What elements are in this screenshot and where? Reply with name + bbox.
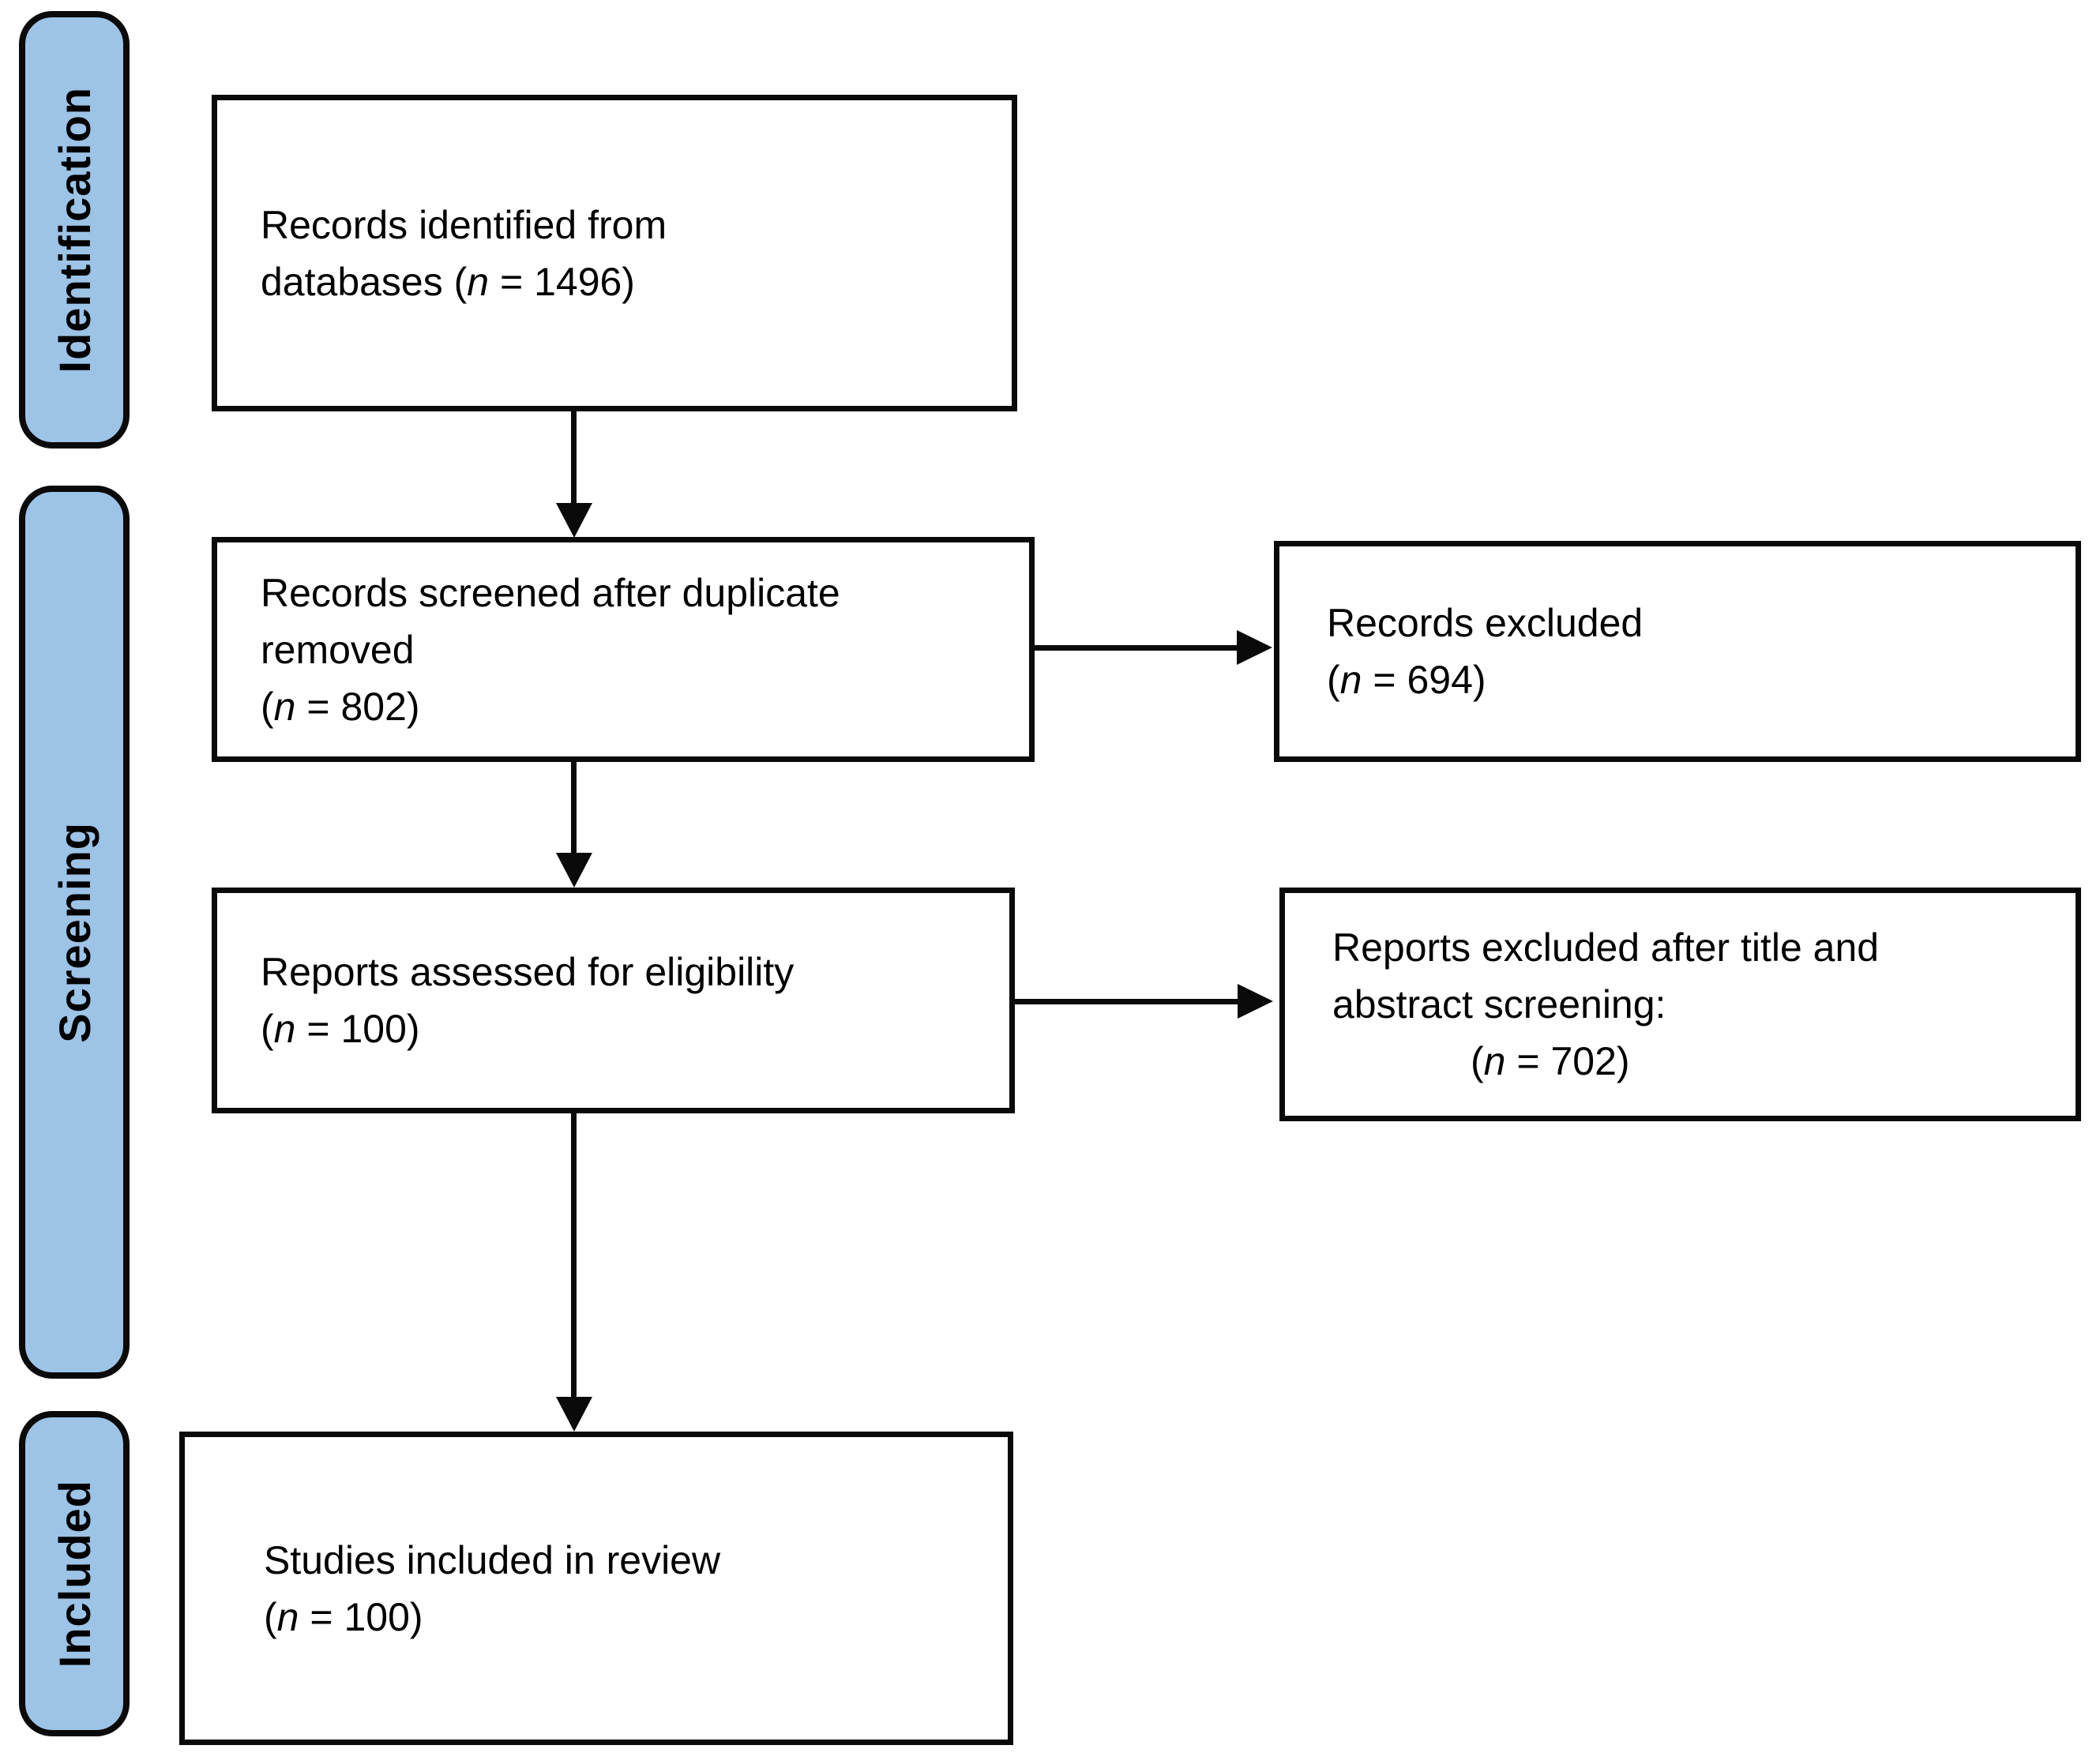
box-line: Reports assessed for eligibility — [261, 950, 795, 994]
box-line: Studies included in review — [264, 1537, 721, 1582]
box-line: (n = 702) — [1471, 1039, 1630, 1083]
box-line: (n = 100) — [261, 1007, 420, 1051]
box-reports-excluded: Reports excluded after title and abstrac… — [1279, 888, 2081, 1121]
box-line: (n = 802) — [261, 684, 420, 729]
box-studies-included: Studies included in review (n = 100) — [179, 1432, 1013, 1745]
box-line: (n = 694) — [1327, 658, 1486, 702]
box-line: (n = 100) — [264, 1594, 423, 1639]
arrow-shaft — [1013, 999, 1239, 1004]
arrowhead-down-icon — [556, 853, 592, 888]
box-line: databases (n = 1496) — [261, 259, 635, 304]
box-records-excluded: Records excluded (n = 694) — [1274, 541, 2081, 762]
box-line: removed — [261, 627, 415, 672]
arrowhead-right-icon — [1237, 630, 1272, 665]
arrow-shaft — [1033, 645, 1238, 651]
box-reports-assessed: Reports assessed for eligibility (n = 10… — [212, 888, 1015, 1113]
box-line: abstract screening: — [1332, 982, 1666, 1026]
arrow-shaft — [571, 760, 577, 854]
arrow-shaft — [571, 411, 577, 505]
stage-label-text: Screening — [49, 821, 100, 1043]
stage-label-included: Included — [19, 1411, 130, 1736]
stage-label-identification: Identification — [19, 11, 130, 449]
arrow-shaft — [571, 1112, 577, 1398]
box-line: Records identified from — [261, 202, 667, 247]
stage-label-text: Included — [49, 1479, 100, 1668]
stage-label-text: Identification — [49, 86, 100, 373]
box-line: Reports excluded after title and — [1332, 925, 1880, 970]
stage-label-screening: Screening — [19, 486, 130, 1379]
arrowhead-right-icon — [1238, 984, 1273, 1019]
box-line: Records screened after duplicate — [261, 570, 840, 615]
arrowhead-down-icon — [556, 503, 592, 538]
box-line: Records excluded — [1327, 601, 1644, 645]
box-records-identified: Records identified from databases (n = 1… — [212, 95, 1017, 411]
arrowhead-down-icon — [556, 1397, 592, 1432]
box-records-screened: Records screened after duplicate removed… — [212, 537, 1035, 762]
